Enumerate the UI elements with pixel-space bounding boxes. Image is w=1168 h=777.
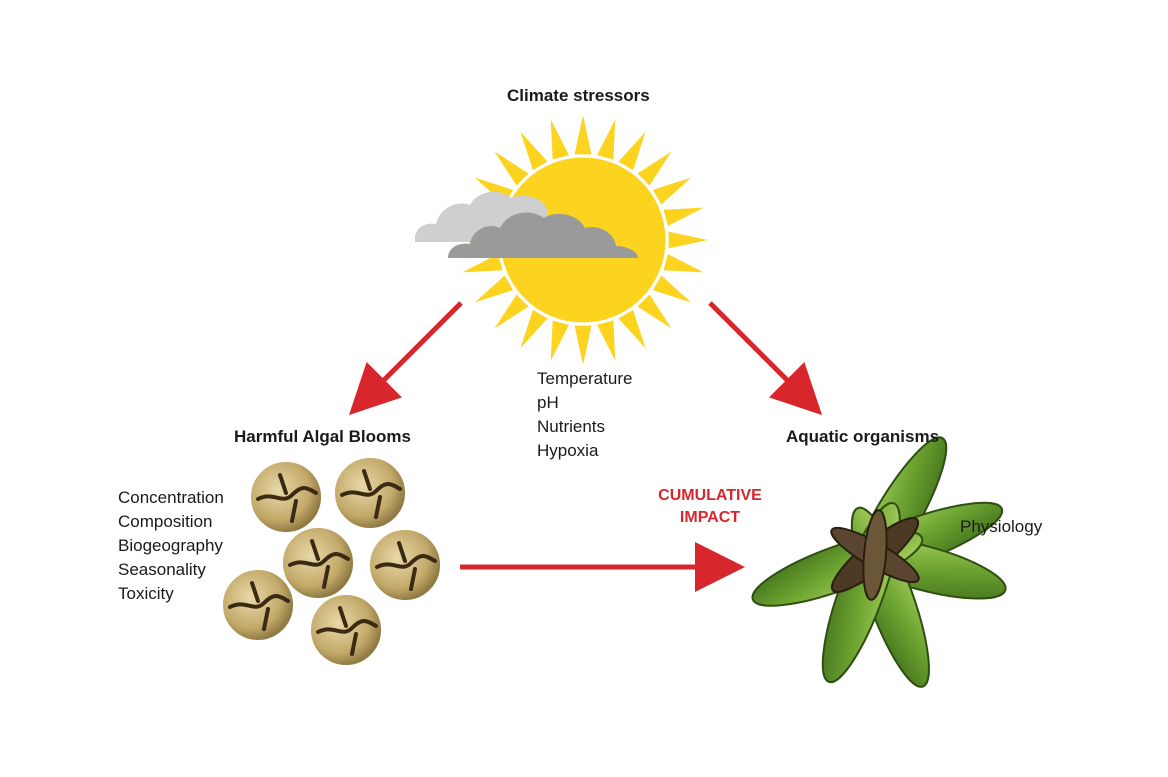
sun-ray	[550, 320, 569, 361]
cloud-icon	[415, 191, 638, 258]
impact-line-2: IMPACT	[679, 509, 741, 526]
climate-factors-list: Temperature pH Nutrients Hypoxia	[537, 367, 632, 463]
sun-ray	[597, 119, 616, 160]
algal-cell	[281, 526, 355, 600]
aquatic-organisms-title: Aquatic organisms	[786, 427, 940, 446]
sun-ray	[618, 309, 646, 349]
cumulative-impact-label: CUMULATIVE IMPACT	[640, 485, 780, 529]
organism-factor: Physiology	[960, 517, 1043, 536]
sun-ray	[663, 207, 704, 226]
organisms-factors-list: Physiology	[960, 515, 1042, 539]
algae-cells-icon	[221, 456, 442, 667]
algal-cell	[249, 460, 323, 534]
impact-line-1: CUMULATIVE	[658, 487, 762, 504]
sun-ray	[574, 325, 592, 365]
sun-ray	[637, 294, 672, 329]
algal-cell	[309, 593, 383, 667]
climate-factor: Temperature	[537, 369, 633, 388]
algal-cell	[368, 528, 442, 602]
hab-factor: Composition	[118, 512, 213, 531]
sun-ray	[494, 151, 529, 186]
algal-cell	[221, 568, 295, 642]
sun-ray	[597, 320, 616, 361]
sun-ray	[520, 131, 548, 171]
mussel-cluster-icon	[751, 436, 1007, 688]
hab-factor: Concentration	[118, 488, 224, 507]
hab-factors-list: Concentration Composition Biogeography S…	[118, 486, 224, 606]
climate-factor: Nutrients	[537, 417, 606, 436]
arrow-climate-to-organisms	[708, 301, 823, 416]
hab-factor: Seasonality	[118, 560, 206, 579]
sun-ray	[550, 119, 569, 160]
sun-ray	[494, 294, 529, 329]
algal-cell	[333, 456, 407, 530]
sun-ray	[663, 254, 704, 273]
arrow-climate-to-hab	[348, 301, 463, 416]
climate-factor: pH	[537, 393, 559, 412]
sun-ray	[462, 254, 503, 273]
hab-factor: Biogeography	[118, 536, 223, 555]
climate-stressors-title: Climate stressors	[507, 86, 650, 105]
sun-ray	[574, 115, 592, 155]
hab-title: Harmful Algal Blooms	[234, 427, 411, 446]
sun-ray	[618, 131, 646, 171]
sun-ray	[474, 275, 514, 303]
sun-ray	[637, 151, 672, 186]
sun-ray	[652, 177, 692, 205]
sun-ray	[520, 309, 548, 349]
climate-factor: Hypoxia	[537, 441, 599, 460]
hab-factor: Toxicity	[118, 584, 174, 603]
sun-ray	[652, 275, 692, 303]
sun-ray	[668, 231, 708, 249]
